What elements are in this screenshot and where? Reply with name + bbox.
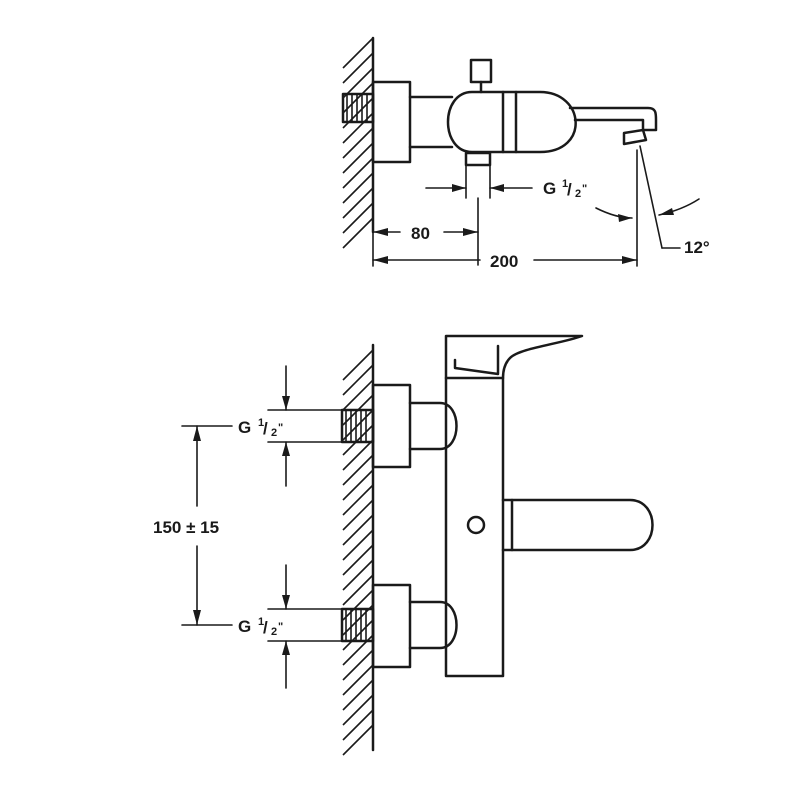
wall-hatch-line [342,157,374,189]
top-mixer-body [446,90,577,154]
upper-thread-inch-mark: " [278,422,283,434]
upper-thread-lines [345,409,367,443]
front-wall-hatching [342,349,374,756]
wall-hatch-line [342,127,374,159]
top-thread-denominator: 2 [575,188,581,200]
wall-hatch-line [342,82,374,114]
top-thread-slash: / [567,180,572,199]
front-diverter-button [466,515,486,535]
wall-hatch-line [342,202,374,234]
wall-hatch-line [342,112,374,144]
upper-thread-numerator: 1 [258,417,264,429]
lower-thread-numerator: 1 [258,616,264,628]
dim-200-label: 200 [490,252,518,271]
lower-thread-slash: / [263,618,268,637]
top-spout-aerator [622,128,648,146]
top-view: G 1 / 2 " 80 200 12° [341,36,710,271]
wall-hatch-line [342,709,374,741]
wall-hatch-line [342,679,374,711]
wall-hatch-line [342,634,374,666]
lower-thread-denominator: 2 [271,626,277,638]
wall-hatch-line [342,649,374,681]
upper-thread-denominator: 2 [271,427,277,439]
dim-200-arrow-left [373,256,388,264]
top-thread-arrow-right [490,184,504,192]
wall-hatch-line [342,574,374,606]
wall-hatch-line [342,544,374,576]
spacing-label: 150 ± 15 [153,518,219,537]
upper-thread-arrow-top [282,396,290,410]
wall-hatch-line [342,217,374,249]
wall-hatch-line [342,172,374,204]
top-thread-prefix: G [543,179,556,198]
angle-label: 12° [684,238,710,257]
upper-thread-prefix: G [238,418,251,437]
upper-thread-slash: / [263,419,268,438]
wall-hatch-line [342,484,374,516]
lower-thread-lines [345,608,367,642]
upper-flange [371,383,412,469]
front-mixer-body [444,376,505,678]
wall-hatch-line [342,559,374,591]
top-thread-lines [346,93,368,123]
lower-flange [371,583,412,669]
top-spout [568,106,658,132]
lower-thread-arrow-top [282,595,290,609]
angle-arrow-left [618,214,632,222]
dim-200-arrow-right [622,256,637,264]
wall-hatch-line [342,349,374,381]
front-lever-handle [444,334,584,380]
lower-thread-inch-mark: " [278,621,283,633]
wall-hatch-line [342,589,374,621]
angle-tilt-line [639,145,663,249]
wall-hatch-line [342,619,374,651]
wall-hatch-line [342,514,374,546]
top-thread-arrow-left [452,184,466,192]
wall-hatch-line [342,142,374,174]
lower-thread-arrow-bottom [282,641,290,655]
wall-hatch-line [342,724,374,756]
top-thread-inch-mark: " [582,183,587,195]
front-lever-inner [453,344,500,376]
dim-80-arrow-right [463,228,478,236]
wall-hatch-line [342,52,374,84]
top-flange [371,80,412,164]
wall-hatch-line [342,37,374,69]
wall-hatch-line [342,499,374,531]
wall-hatch-line [342,469,374,501]
upper-connector [408,401,458,451]
wall-hatch-line [342,364,374,396]
top-shower-outlet [464,151,492,167]
wall-hatch-line [342,529,374,561]
dim-80-arrow-left [373,228,388,236]
angle-arrow-right [659,208,674,215]
wall-hatch-line [342,409,374,441]
lower-connector [408,600,458,650]
front-view: G 1 / 2 " G 1 / 2 " 150 ± 15 [153,334,654,756]
upper-thread-arrow-bottom [282,442,290,456]
wall-hatch-line [342,424,374,456]
dim-80-label: 80 [411,224,430,243]
wall-hatch-line [342,187,374,219]
wall-hatch-line [342,664,374,696]
wall-hatch-line [342,379,374,411]
wall-hatch-line [342,439,374,471]
top-thread-numerator: 1 [562,178,568,190]
front-spout [501,498,654,552]
top-wall-hatching [342,37,374,249]
wall-hatch-line [342,694,374,726]
lower-thread-prefix: G [238,617,251,636]
top-diverter-knob [469,58,493,84]
spacing-arrow-top [193,426,201,441]
wall-hatch-line [342,454,374,486]
spacing-arrow-bottom [193,610,201,625]
